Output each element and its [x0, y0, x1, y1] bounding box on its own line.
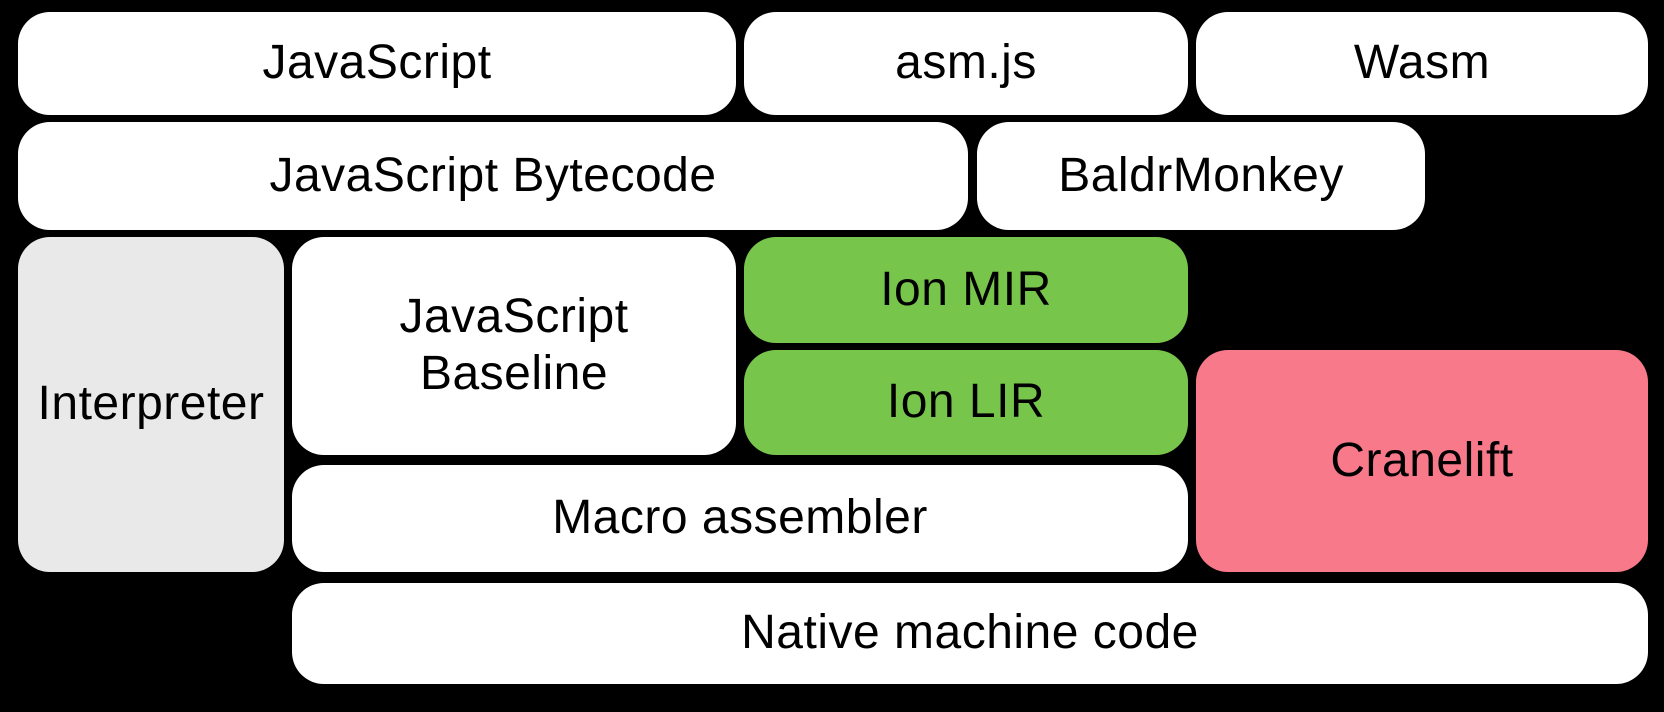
node-baldrmonkey-label: BaldrMonkey [1058, 148, 1344, 202]
node-asmjs: asm.js [744, 12, 1188, 115]
node-wasm-label: Wasm [1353, 36, 1491, 90]
node-javascript-baseline-label: JavaScript Baseline [399, 290, 629, 400]
node-cranelift: Cranelift [1196, 350, 1648, 572]
node-ion-lir: Ion LIR [744, 350, 1188, 455]
node-native-machine-code: Native machine code [292, 583, 1648, 684]
node-ion-mir-label: Ion MIR [880, 262, 1052, 316]
node-javascript: JavaScript [18, 12, 736, 115]
node-interpreter-label: Interpreter [37, 377, 265, 431]
node-macro-assembler: Macro assembler [292, 465, 1188, 572]
node-baldrmonkey: BaldrMonkey [977, 122, 1425, 230]
node-native-machine-code-label: Native machine code [741, 606, 1199, 660]
node-javascript-label: JavaScript [262, 36, 492, 90]
node-macro-assembler-label: Macro assembler [552, 491, 928, 545]
node-javascript-bytecode-label: JavaScript Bytecode [269, 148, 717, 202]
node-ion-mir: Ion MIR [744, 237, 1188, 343]
node-javascript-bytecode: JavaScript Bytecode [18, 122, 968, 230]
node-ion-lir-label: Ion LIR [886, 375, 1046, 429]
node-wasm: Wasm [1196, 12, 1648, 115]
node-interpreter: Interpreter [18, 237, 284, 572]
node-cranelift-label: Cranelift [1330, 433, 1514, 487]
node-asmjs-label: asm.js [895, 36, 1037, 90]
node-javascript-baseline: JavaScript Baseline [292, 237, 736, 455]
